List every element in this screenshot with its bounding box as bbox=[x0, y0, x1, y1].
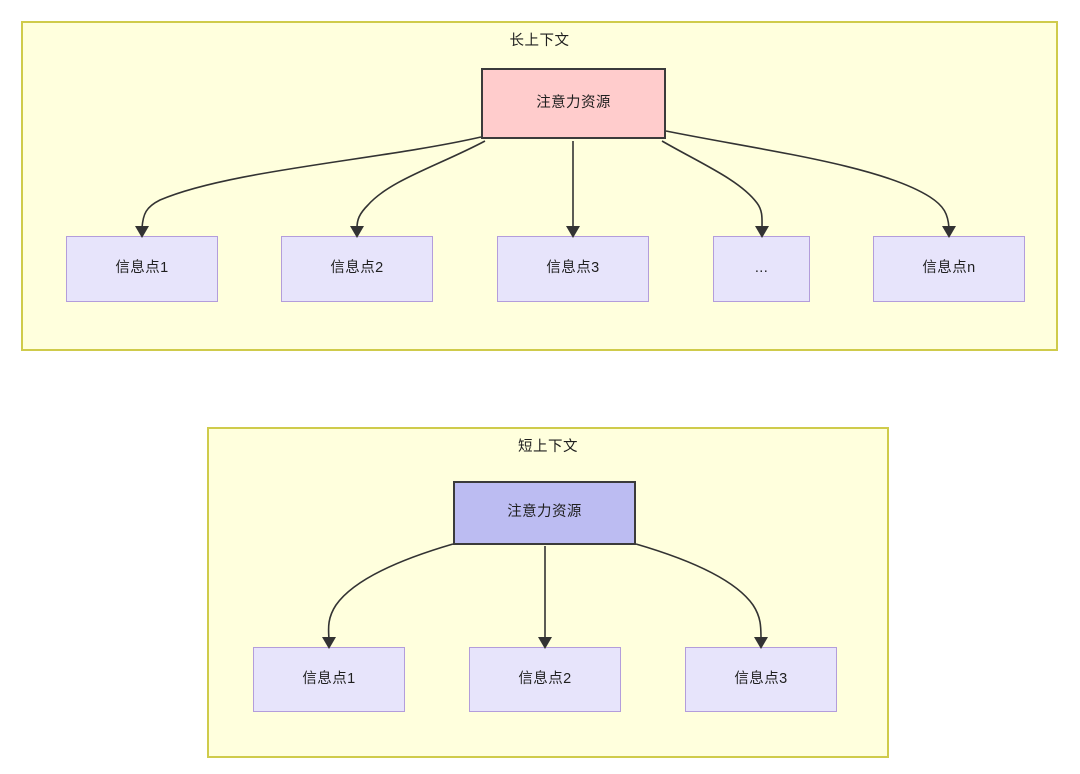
node-long-info-point-n[interactable]: 信息点n bbox=[873, 236, 1025, 302]
node-long-info-point-2[interactable]: 信息点2 bbox=[281, 236, 433, 302]
group-short-context-title: 短上下文 bbox=[518, 439, 578, 455]
node-short-info-point-3[interactable]: 信息点3 bbox=[685, 647, 837, 712]
node-short-attention-resource[interactable]: 注意力资源 bbox=[453, 481, 636, 545]
node-short-info-point-1[interactable]: 信息点1 bbox=[253, 647, 405, 712]
node-long-info-point-3[interactable]: 信息点3 bbox=[497, 236, 649, 302]
node-long-attention-resource[interactable]: 注意力资源 bbox=[481, 68, 666, 139]
group-long-context-title: 长上下文 bbox=[509, 33, 570, 49]
node-long-info-point-1[interactable]: 信息点1 bbox=[66, 236, 218, 302]
node-long-info-point-ellipsis[interactable]: ... bbox=[713, 236, 810, 302]
node-short-info-point-2[interactable]: 信息点2 bbox=[469, 647, 621, 712]
